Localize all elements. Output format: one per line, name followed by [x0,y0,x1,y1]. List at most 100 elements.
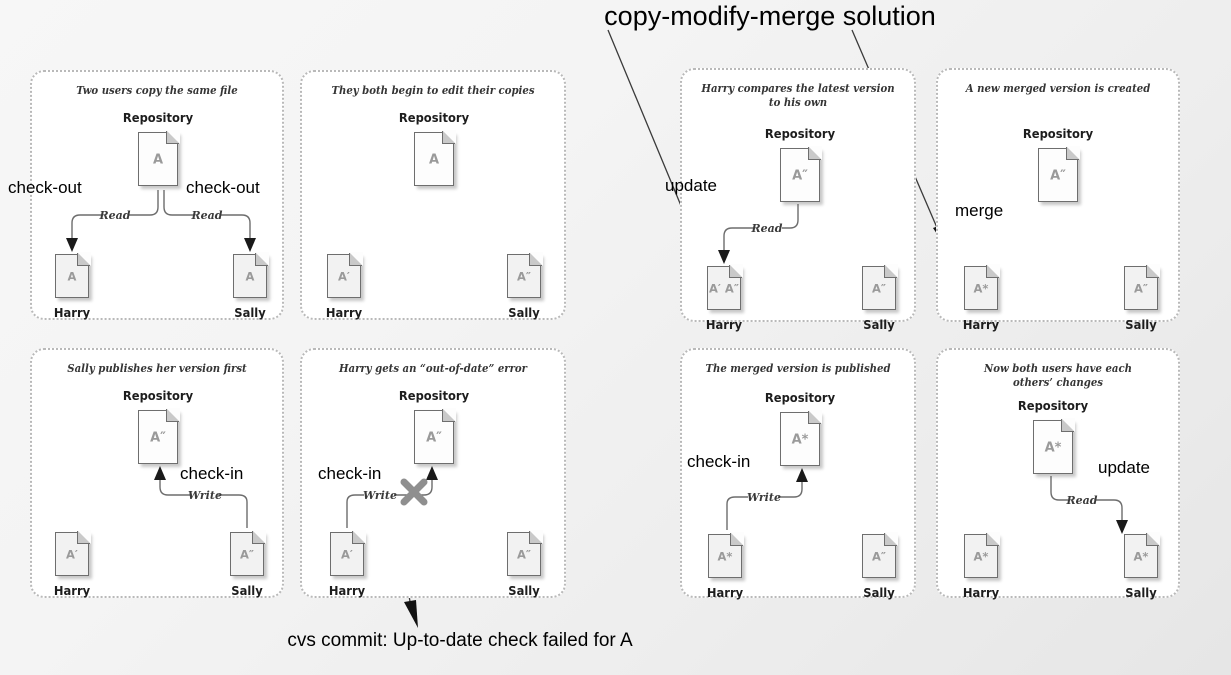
user-label-sally: Sally [1125,585,1157,600]
connector-label-write: Write [747,491,781,504]
page-corner-cut [77,252,91,266]
panel-both-have-changes: Now both users have each others’ changes… [936,348,1180,600]
panel-two-users-copy: Two users copy the same file Repository … [30,70,284,320]
page-corner-cut [529,530,543,544]
panel-title: The merged version is published [705,361,891,375]
user-label-sally: Sally [1125,317,1157,332]
harry-document: A* Harry [963,264,1000,332]
page-corner-cut [1066,146,1080,160]
document-version: A″ [871,549,887,564]
user-label-sally: Sally [234,305,266,320]
document-version: A″ [1050,168,1066,184]
page-corner-cut [986,264,1000,278]
page-corner-cut [986,532,1000,546]
repository-label: Repository [764,126,836,141]
page-corner-cut [1146,532,1160,546]
user-label-harry: Harry [325,305,363,320]
annotation-update-p5: update [665,176,717,195]
user-label-harry: Harry [706,585,744,600]
user-label-harry: Harry [53,305,91,320]
page-corner-cut [166,408,180,422]
connector-label-write: Write [188,489,222,502]
panel-both-edit-copies: They both begin to edit their copies Rep… [300,70,566,320]
annotation-check-in-p3: check-in [180,464,244,483]
document-version: A [428,152,440,168]
page-corner-cut [252,530,266,544]
user-label-sally: Sally [508,305,540,320]
annotation-check-in-p4: check-in [318,464,382,483]
panel-title-line1: Now both users have each [984,361,1132,375]
user-label-sally: Sally [863,585,895,600]
page-corner-cut [729,264,743,278]
panel-sally-publishes: Sally publishes her version first Reposi… [30,348,284,598]
connector-label-read: Read [191,209,223,222]
document-version: A″ [239,547,255,562]
sally-document: A″ Sally [862,532,898,600]
repository-document: Repository A* [765,390,835,466]
document-sheet [1124,534,1158,578]
page-corner-cut [1061,418,1075,432]
repository-label: Repository [1017,398,1089,413]
user-label-harry: Harry [53,583,91,598]
panel-merged-published: The merged version is published Reposito… [680,348,916,600]
page-corner-cut [349,252,363,266]
sally-document: A″ Sally [507,252,543,320]
repository-document: Repository A″ [1023,126,1093,202]
document-version: A′ A″ [709,281,739,296]
document-version: A″ [871,281,887,296]
document-version: A* [973,281,989,296]
blocked-x-icon [400,478,428,506]
harry-document: A′ A″ Harry [706,264,743,332]
document-sheet [1038,148,1078,202]
page-corner-cut [808,410,822,424]
connector-label-read: Read [99,209,131,222]
document-version: A′ [66,547,78,562]
sally-document: A Sally [233,252,269,320]
harry-document: A′ Harry [54,530,91,598]
page-corner-cut [884,532,898,546]
sally-document: A″ Sally [230,530,266,598]
page-corner-cut [352,530,366,544]
repository-document: Repository A″ [765,126,835,202]
document-version: A″ [426,430,442,446]
connector-label-read: Read [751,222,783,235]
panel-title: They both begin to edit their copies [331,83,535,97]
user-label-harry: Harry [705,317,743,332]
error-caption: cvs commit: Up-to-date check failed for … [287,630,633,651]
panel-title: Harry gets an “out-of-date” error [338,361,528,375]
document-version: A″ [516,547,532,562]
panel-title: Now both users have each others’ changes [958,361,1159,389]
annotation-update-p8: update [1098,458,1150,477]
page-corner-cut [255,252,269,266]
user-label-sally: Sally [508,583,540,598]
repository-label: Repository [764,390,836,405]
repository-document: Repository A [399,110,469,186]
repository-document: Repository A″ [123,388,193,464]
page-title: copy-modify-merge solution [604,1,936,31]
repository-label: Repository [122,388,194,403]
document-version: A′ [338,269,350,284]
annotation-check-out-left: check-out [8,178,82,197]
sally-document: A* Sally [1124,532,1160,600]
harry-document: A′ Harry [329,530,366,598]
document-version: A* [791,432,809,448]
repository-document: Repository A [123,110,193,186]
panel-harry-compares: Harry compares the latest version to his… [680,68,916,332]
document-version: A* [717,549,733,564]
user-label-harry: Harry [962,585,1000,600]
page-corner-cut [730,532,744,546]
harry-document: A* Harry [963,532,1000,600]
document-version: A″ [150,430,166,446]
document-version: A [67,269,77,284]
document-sheet [327,254,361,298]
sally-document: A″ Sally [862,264,898,332]
panel-title-line1: Harry compares the latest version [701,81,895,95]
panel-title: Harry compares the latest version to his… [701,81,895,109]
document-version: A* [1133,549,1149,564]
annotation-merge: merge [955,201,1004,220]
repository-label: Repository [122,110,194,125]
document-version: A* [1044,440,1062,456]
page-corner-cut [442,130,456,144]
user-label-sally: Sally [863,317,895,332]
